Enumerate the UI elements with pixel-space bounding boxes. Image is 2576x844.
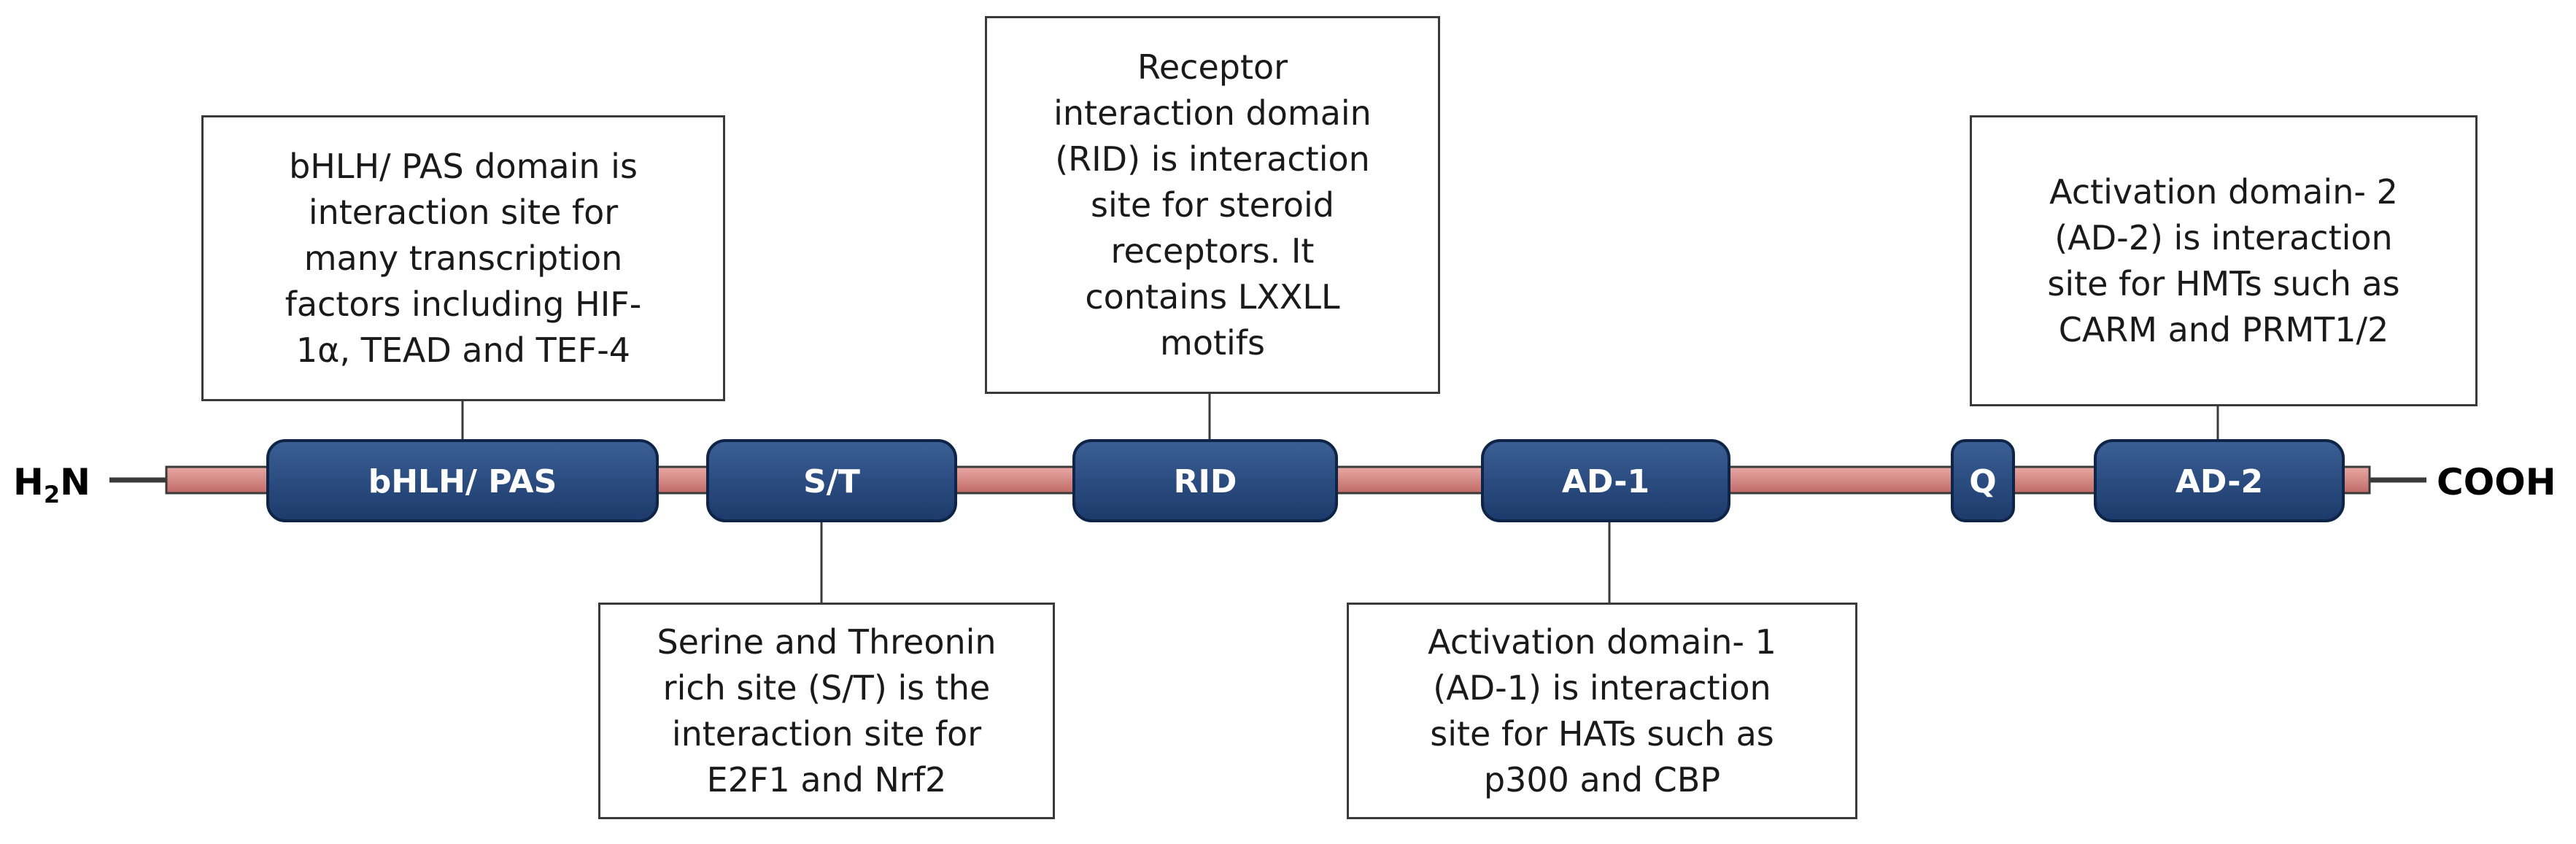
callout-ad1-line-1: Activation domain- 1 [1428,622,1776,662]
n-terminus-label: H2N [13,464,90,506]
callout-rid-line-5: receptors. It [1110,231,1315,271]
callout-ad2: Activation domain- 2 (AD-2) is interacti… [1970,115,2478,406]
domain-q-label: Q [1969,463,1996,500]
c-terminus-label: COOH [2437,461,2556,503]
n-terminus-suffix: N [60,461,90,503]
callout-ad1-line-2: (AD-1) is interaction [1433,667,1771,708]
domain-ad1: AD-1 [1481,439,1730,522]
callout-ad1-line-4: p300 and CBP [1483,759,1721,800]
domain-bhlh-pas: bHLH/ PAS [266,439,659,522]
n-terminus-subscript: 2 [43,481,61,508]
domain-st: S/T [706,439,957,522]
domain-rid-label: RID [1174,463,1237,500]
callout-ad1-line-3: site for HATs such as [1430,713,1774,754]
callout-st-line-3: interaction site for [671,713,982,754]
callout-st-line-1: Serine and Threonin [657,622,997,662]
callout-st-line-4: E2F1 and Nrf2 [706,759,947,800]
domain-st-label: S/T [803,463,860,500]
domain-q: Q [1951,439,2015,522]
domain-rid: RID [1072,439,1338,522]
callout-bhlh-pas-line-4: factors including HIF- [285,284,642,324]
domain-bhlh-pas-label: bHLH/ PAS [368,463,557,500]
callout-rid-line-3: (RID) is interaction [1055,139,1370,179]
n-terminus-prefix: H [13,461,44,503]
domain-ad2-label: AD-2 [2175,463,2263,500]
callout-rid-line-2: interaction domain [1053,93,1372,133]
callout-ad2-line-4: CARM and PRMT1/2 [2058,309,2389,349]
callout-rid-line-4: site for steroid [1091,185,1334,225]
domain-ad2: AD-2 [2094,439,2345,522]
callout-ad2-line-1: Activation domain- 2 [2049,171,2398,212]
callout-ad2-line-3: site for HMTs such as [2047,263,2400,303]
callout-st: Serine and Threonin rich site (S/T) is t… [598,603,1055,819]
callout-rid-line-7: motifs [1160,322,1265,363]
callout-bhlh-pas: bHLH/ PAS domain is interaction site for… [201,115,725,401]
callout-st-line-2: rich site (S/T) is the [662,667,991,708]
callout-rid-line-1: Receptor [1137,47,1288,87]
domain-ad1-label: AD-1 [1562,463,1649,500]
callout-ad2-line-2: (AD-2) is interaction [2054,217,2393,258]
callout-rid-line-6: contains LXXLL [1085,276,1340,317]
callout-bhlh-pas-line-2: interaction site for [308,192,619,232]
callout-bhlh-pas-line-3: many transcription [303,238,623,278]
callout-bhlh-pas-line-5: 1α, TEAD and TEF-4 [295,330,631,370]
callout-ad1: Activation domain- 1 (AD-1) is interacti… [1347,603,1857,819]
callout-bhlh-pas-line-1: bHLH/ PAS domain is [289,146,638,186]
callout-rid: Receptor interaction domain (RID) is int… [985,16,1440,394]
